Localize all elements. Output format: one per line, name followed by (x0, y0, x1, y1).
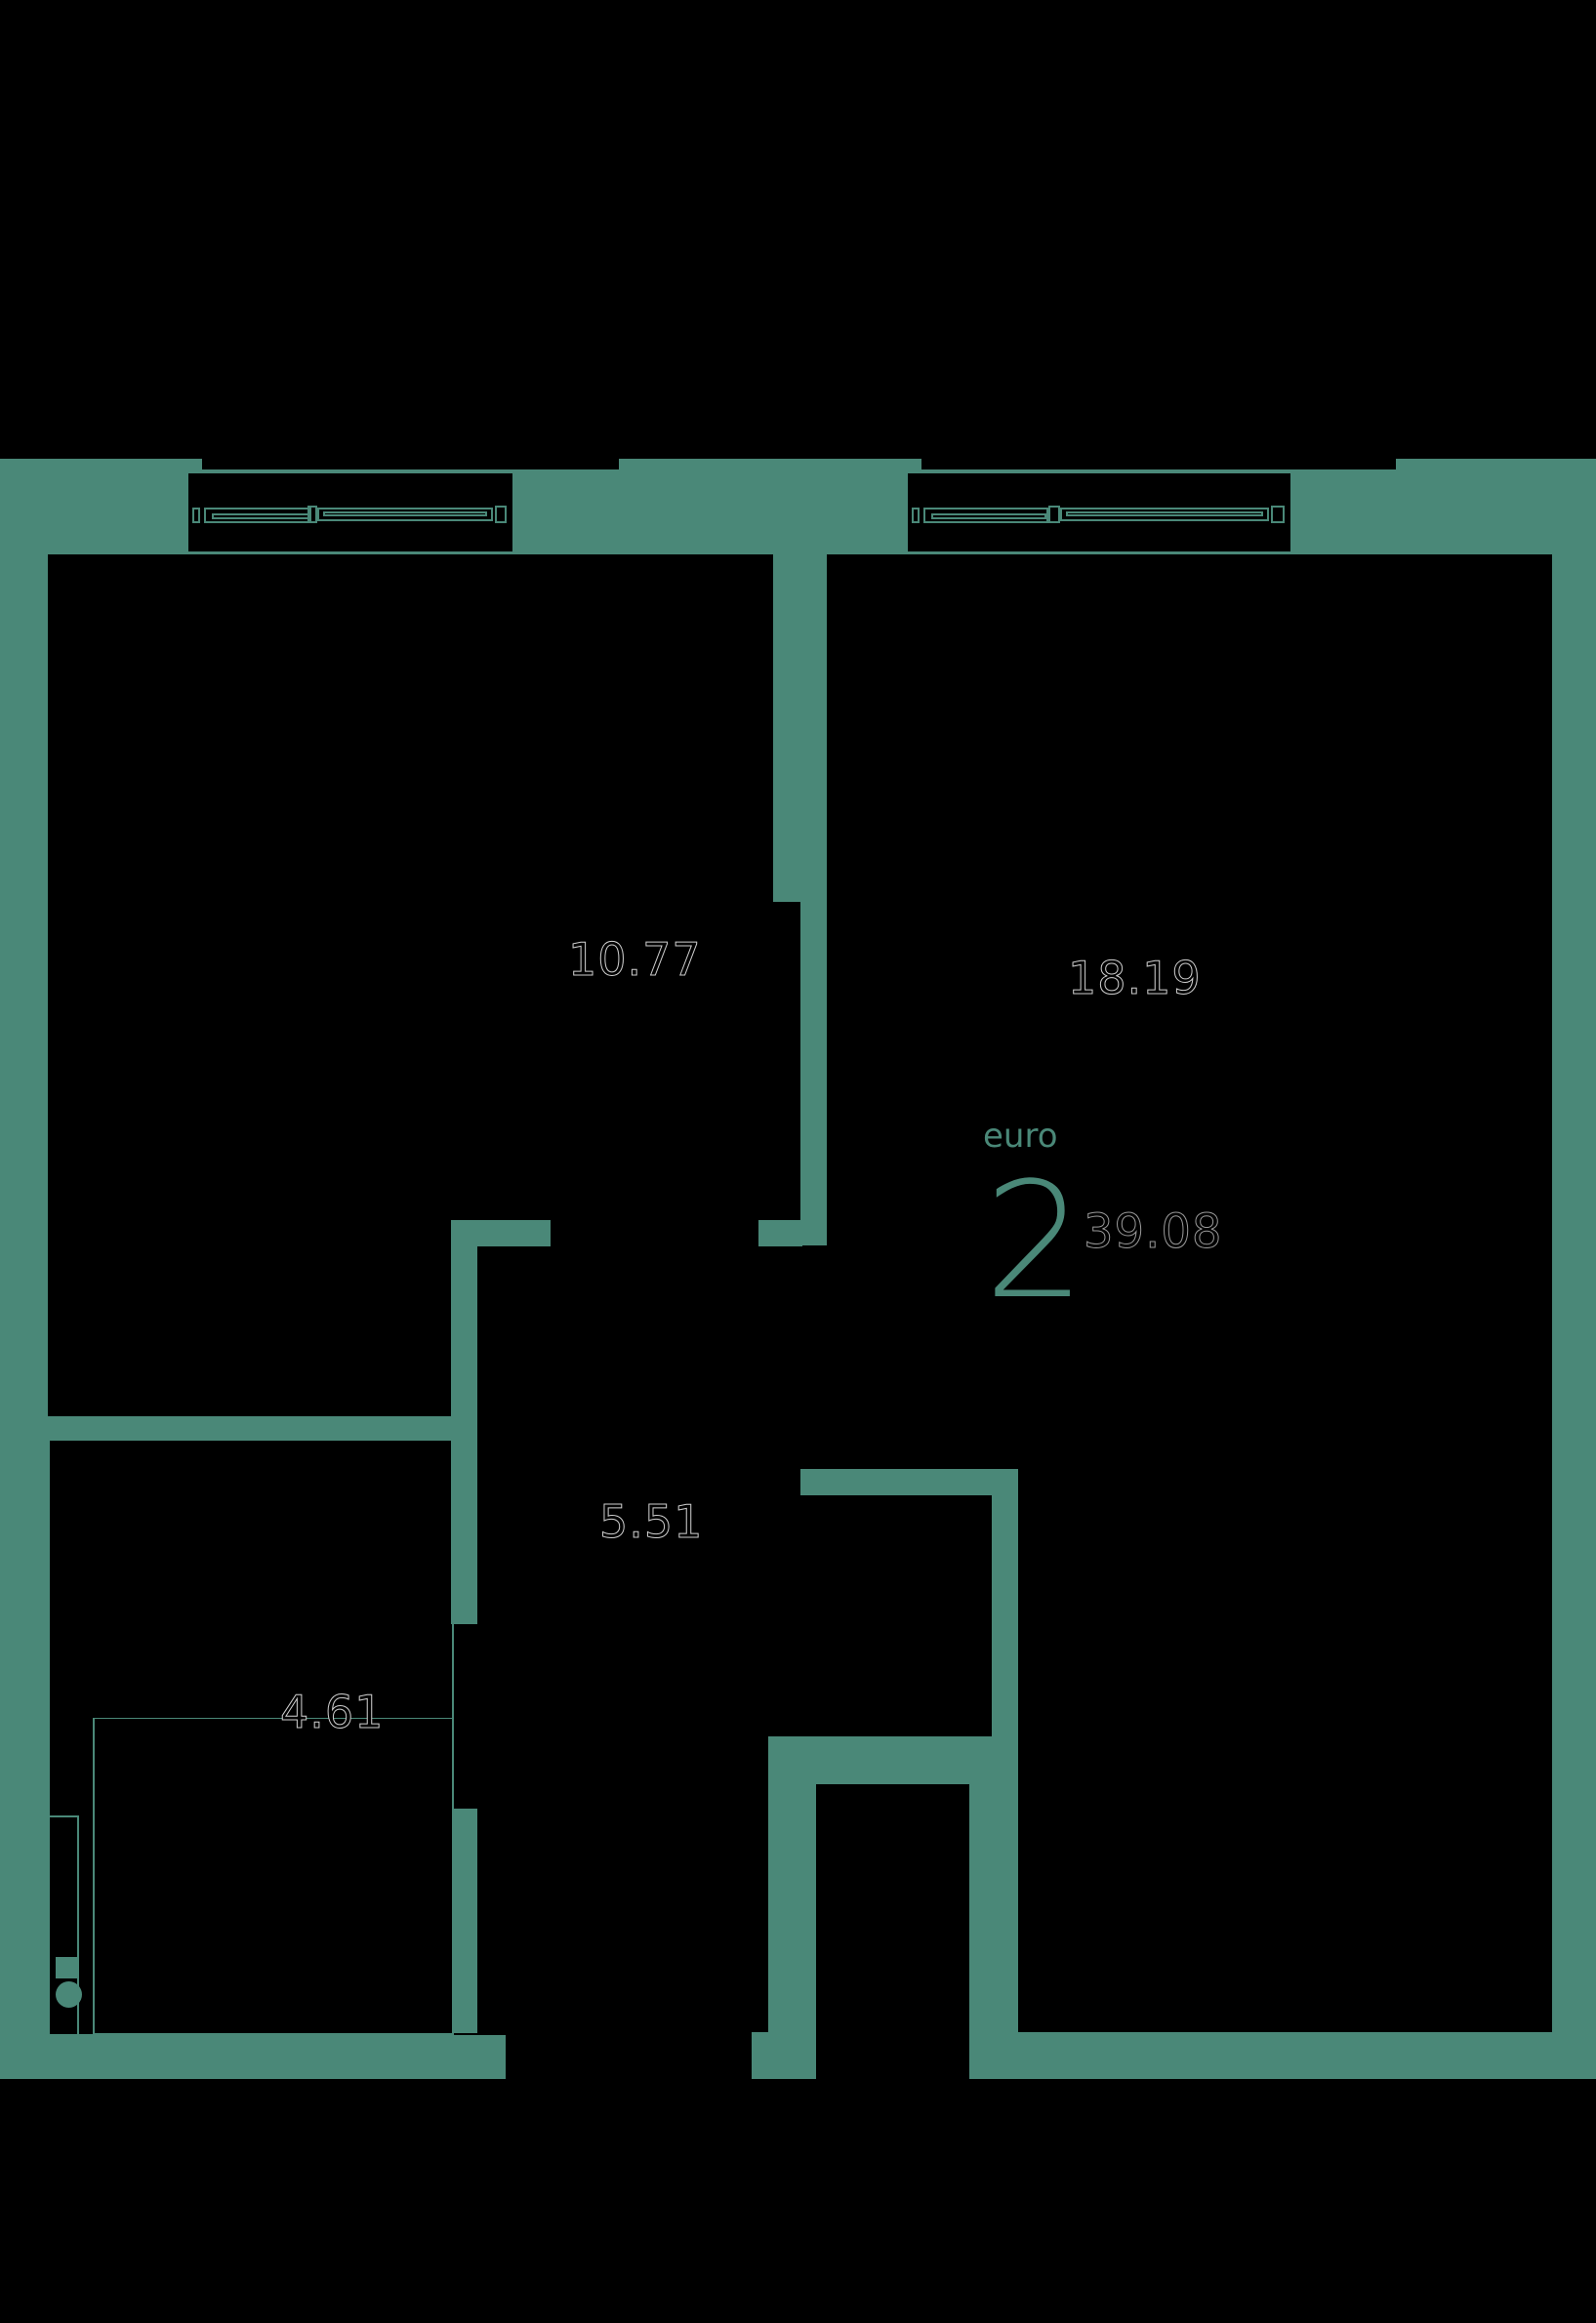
top-wall-left (0, 459, 202, 554)
bottom-wall-left (0, 2035, 506, 2079)
bedroom-bath-divider (48, 1416, 477, 1439)
living-closet-right-wall (992, 1469, 1018, 1762)
bottom-wall-right (1018, 2032, 1596, 2079)
total-area-label: 39.08 (1083, 1204, 1223, 1259)
top-wall-middle (619, 459, 921, 554)
closet-left-pillar (768, 1736, 816, 2079)
top-wall-right (1396, 459, 1596, 554)
window-left-sill (188, 469, 512, 473)
partition-wall-upper (773, 554, 827, 902)
toilet-tank-icon (56, 1957, 78, 1978)
room-count-label: 2 (984, 1148, 1086, 1334)
bath-inner-outline-2 (93, 1718, 454, 2034)
window-right-sill (908, 469, 1290, 473)
bathroom-area-label: 4.61 (279, 1686, 385, 1738)
apartment-class-label: euro (983, 1117, 1058, 1156)
partition-wall-lower (800, 902, 827, 1245)
bedroom-area-label: 10.77 (568, 933, 702, 986)
living-room-area-label: 18.19 (1068, 952, 1202, 1004)
left-outer-wall (0, 554, 48, 2079)
window-right-pane (920, 473, 1279, 506)
hallway-area-label: 5.51 (598, 1495, 704, 1548)
hall-left-wall-lower (454, 1809, 477, 2033)
window-left-icon (192, 506, 509, 525)
closet-right-pillar (969, 1736, 1018, 2079)
toilet-bowl-icon (56, 1981, 82, 2008)
right-outer-wall (1552, 554, 1596, 2079)
window-right-icon (912, 506, 1287, 525)
window-left-bottom-line (188, 551, 512, 554)
window-right-bottom-line (908, 551, 1290, 554)
living-closet-top-wall (800, 1469, 1018, 1495)
window-left-pane (200, 473, 501, 506)
partition-stub (758, 1220, 802, 1246)
